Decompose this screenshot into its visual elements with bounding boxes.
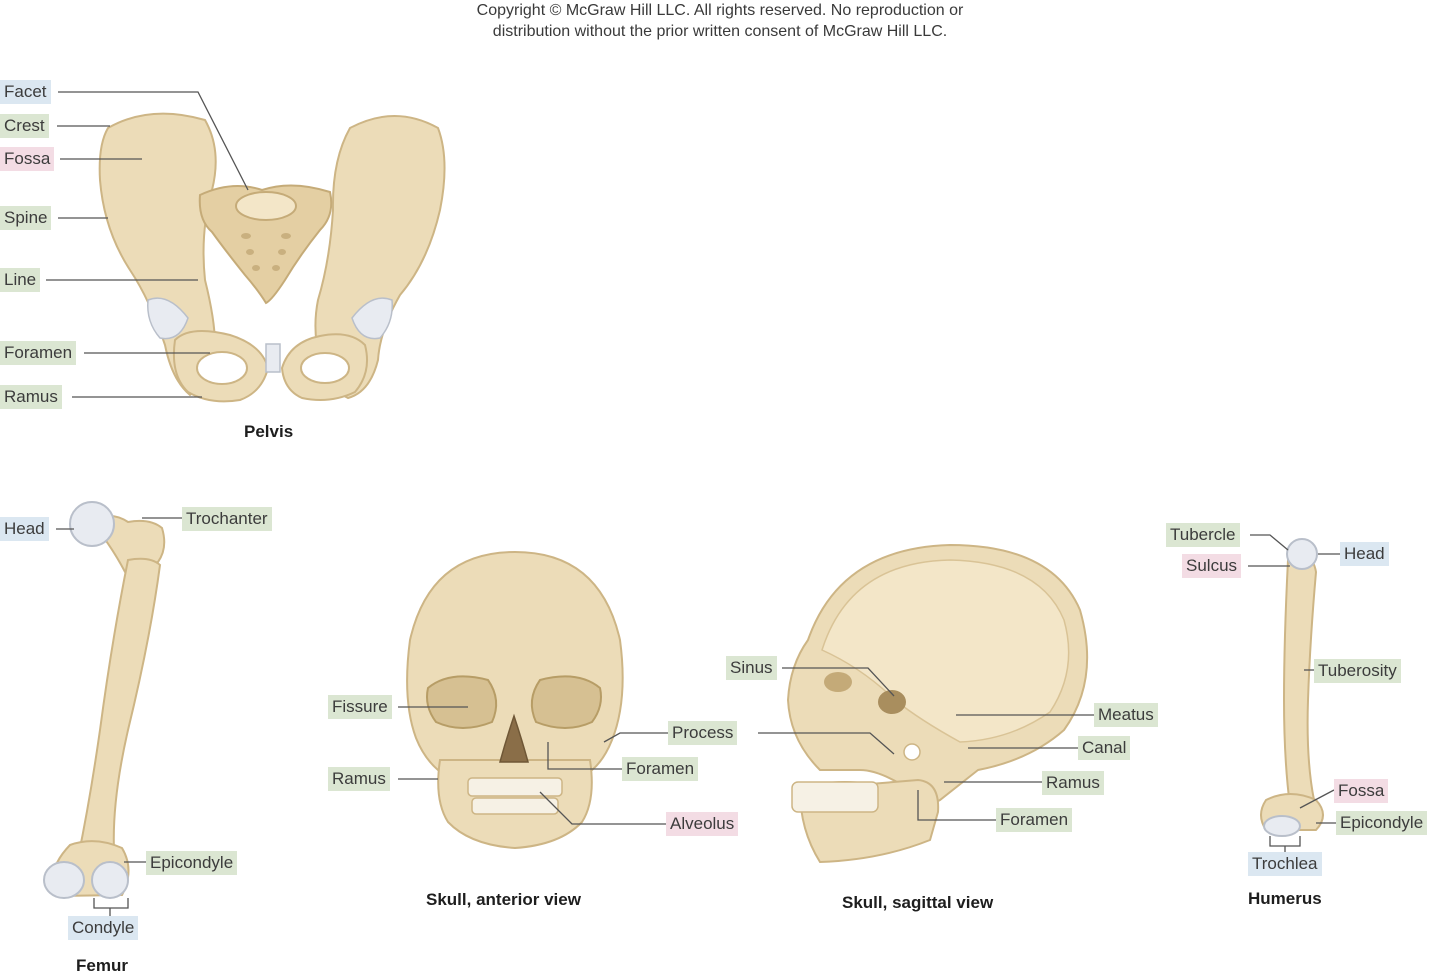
pelvis-right-ilium bbox=[314, 115, 446, 400]
pelvis-sacrum bbox=[198, 184, 333, 305]
skull-anterior-nasal-cavity bbox=[499, 713, 529, 763]
humerus-label-sulcus: Sulcus bbox=[1182, 554, 1242, 578]
skull-anterior-upper-teeth bbox=[467, 777, 563, 797]
skull-anterior-illustration bbox=[398, 550, 672, 850]
pelvis-label-facet: Facet bbox=[0, 80, 51, 104]
pelvis-pubic-symphysis bbox=[265, 343, 281, 373]
copyright-line-2: distribution without the prior written c… bbox=[492, 23, 948, 40]
skull-anterior-leader-lines bbox=[398, 706, 672, 825]
humerus-illustration bbox=[1248, 534, 1340, 852]
skull-sagittal-caption: Skull, sagittal view bbox=[842, 893, 994, 912]
femur-medial-condyle bbox=[43, 861, 85, 899]
femur-label-condyle: Condyle bbox=[68, 916, 139, 940]
femur-lateral-condyle bbox=[91, 861, 129, 899]
pelvis-label-crest: Crest bbox=[0, 114, 49, 138]
label-process: Process bbox=[668, 721, 738, 745]
humerus-label-tubercle: Tubercle bbox=[1166, 523, 1240, 547]
femur-illustration bbox=[43, 501, 182, 918]
humerus-label-fossa: Fossa bbox=[1334, 779, 1389, 803]
skull-sagittal-frontal-sinus bbox=[824, 672, 852, 692]
pelvis-sacral-facet bbox=[235, 191, 297, 221]
skull-sagittal-teeth bbox=[791, 781, 879, 813]
skull-anterior-right-orbit bbox=[530, 675, 602, 729]
femur-label-head: Head bbox=[0, 517, 49, 541]
label-foramen: Foramen bbox=[622, 757, 699, 781]
pelvis-sacral-foramina bbox=[241, 233, 291, 271]
humerus-label-tuberosity: Tuberosity bbox=[1314, 659, 1401, 683]
skull-sagittal-illustration bbox=[758, 543, 1094, 864]
femur-leader-lines bbox=[56, 517, 182, 918]
humerus-caption: Humerus bbox=[1248, 889, 1322, 908]
copyright-line-1: Copyright © McGraw Hill LLC. All rights … bbox=[476, 2, 964, 19]
pelvis-right-obturator-foramen bbox=[300, 352, 350, 384]
humerus-label-epicondyle: Epicondyle bbox=[1336, 811, 1428, 835]
femur-label-epicondyle: Epicondyle bbox=[146, 851, 238, 875]
skull-sagittal-external-meatus bbox=[903, 743, 921, 761]
pelvis-label-line: Line bbox=[0, 268, 41, 292]
skull-sagittal-label-meatus: Meatus bbox=[1094, 703, 1158, 727]
pelvis-left-acetabulum bbox=[147, 297, 189, 340]
skull-sagittal-label-foramen: Foramen bbox=[996, 808, 1073, 832]
skull-sagittal-sphenoid-sinus bbox=[878, 690, 906, 714]
pelvis-leader-lines bbox=[46, 91, 249, 398]
femur-caption: Femur bbox=[76, 956, 128, 975]
pelvis-label-foramen: Foramen bbox=[0, 341, 77, 365]
femur-label-trochanter: Trochanter bbox=[182, 507, 272, 531]
pelvis-right-acetabulum bbox=[351, 297, 393, 340]
skull-sagittal-label-sinus: Sinus bbox=[726, 656, 777, 680]
skull-sagittal-label-canal: Canal bbox=[1078, 736, 1131, 760]
humerus-label-trochlea: Trochlea bbox=[1248, 852, 1322, 876]
pelvis-label-ramus: Ramus bbox=[0, 385, 62, 409]
humerus-leader-lines bbox=[1248, 534, 1340, 852]
humerus-label-head: Head bbox=[1340, 542, 1389, 566]
humerus-head bbox=[1286, 538, 1318, 570]
skull-sagittal-leader-lines bbox=[758, 667, 1094, 821]
humerus-shaft bbox=[1282, 555, 1318, 808]
skull-anterior-left-orbit bbox=[426, 675, 498, 729]
pelvis-caption: Pelvis bbox=[244, 422, 294, 441]
femur-shaft bbox=[76, 557, 162, 860]
label-alveolus: Alveolus bbox=[666, 812, 739, 836]
skull-anterior-label-ramus: Ramus bbox=[328, 767, 390, 791]
pelvis-illustration bbox=[46, 91, 446, 403]
skull-anterior-label-fissure: Fissure bbox=[328, 695, 392, 719]
skull-anterior-caption: Skull, anterior view bbox=[426, 890, 581, 909]
skull-sagittal-label-ramus: Ramus bbox=[1042, 771, 1104, 795]
pelvis-label-spine: Spine bbox=[0, 206, 52, 230]
femur-head bbox=[69, 501, 115, 547]
pelvis-left-obturator-foramen bbox=[196, 351, 248, 385]
skull-anterior-lower-teeth bbox=[471, 797, 559, 815]
humerus-trochlea bbox=[1263, 815, 1301, 837]
pelvis-label-fossa: Fossa bbox=[0, 147, 55, 171]
